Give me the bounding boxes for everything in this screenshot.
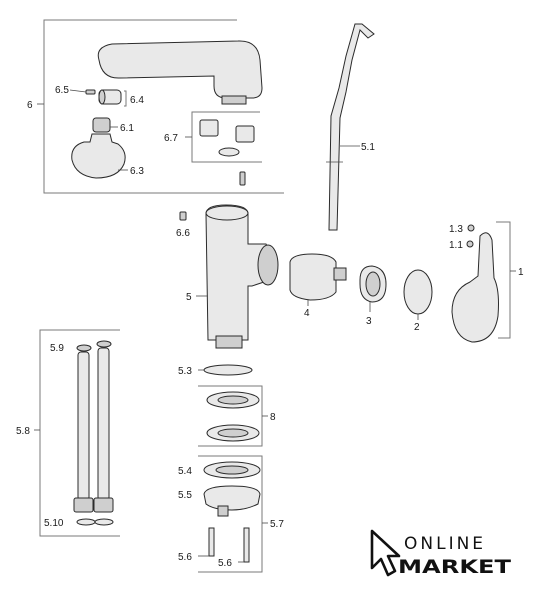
label-5-7: 5.7 — [270, 519, 284, 530]
spout-assembly-group — [37, 19, 284, 194]
label-6-4: 6.4 — [130, 95, 144, 106]
label-3: 3 — [366, 316, 372, 327]
brand-line-online: ONLINE — [404, 534, 486, 554]
hose-part-5-8-b — [97, 347, 110, 501]
mounting-group — [198, 364, 268, 573]
label-4: 4 — [304, 308, 310, 319]
seal-part-5-10 — [76, 518, 96, 526]
o-ring-part-5-3 — [203, 364, 253, 376]
label-8: 8 — [270, 412, 276, 423]
washer-part-6-5 — [85, 89, 96, 95]
spout-part — [97, 40, 263, 99]
label-5-8: 5.8 — [16, 426, 30, 437]
cartridge-part-4 — [289, 253, 337, 301]
small-pin — [239, 171, 246, 186]
label-5-6-a: 5.6 — [178, 552, 192, 563]
label-5-1: 5.1 — [361, 142, 375, 153]
hose-part-5-8-a — [77, 351, 90, 501]
aerator-insert-part-6-1 — [92, 117, 111, 133]
screw-part-5-6-b — [243, 527, 250, 563]
set-screw-part-6-6 — [179, 211, 187, 221]
cursor-arrow-icon — [370, 529, 401, 577]
seal-part-5-9 — [76, 344, 92, 352]
label-5-5: 5.5 — [178, 490, 192, 501]
label-2: 2 — [414, 322, 420, 333]
spout-base-part-6-3 — [71, 133, 126, 179]
part-labels: 6 6.5 6.4 6.1 6.3 6.7 5.1 6.6 5 4 3 2 1.… — [16, 85, 524, 569]
label-1-3: 1.3 — [449, 224, 463, 235]
screw-part-5-6-a — [208, 527, 215, 557]
brand-line-market: MARKET — [398, 556, 511, 578]
clip-part-a — [199, 119, 219, 137]
label-6-5: 6.5 — [55, 85, 69, 96]
label-1: 1 — [518, 267, 524, 278]
mixer-body-group — [179, 204, 516, 349]
mount-group-frame — [198, 455, 263, 573]
label-6-3: 6.3 — [130, 166, 144, 177]
lever-rod-part-5-1 — [328, 23, 375, 231]
mounting-plate-part-5-5 — [203, 485, 261, 511]
label-6-7: 6.7 — [164, 133, 178, 144]
label-5: 5 — [186, 292, 192, 303]
label-5-4: 5.4 — [178, 466, 192, 477]
hoses-group — [34, 329, 120, 537]
cover-part-2 — [403, 269, 433, 315]
label-1-1: 1.1 — [449, 240, 463, 251]
clip-part-b — [235, 125, 255, 143]
label-5-3: 5.3 — [178, 366, 192, 377]
label-5-9: 5.9 — [50, 343, 64, 354]
spout-group-frame — [43, 19, 284, 194]
online-market-logo: ONLINE MARKET — [370, 529, 511, 578]
label-5-10: 5.10 — [44, 518, 64, 529]
label-6: 6 — [27, 100, 33, 111]
label-6-1: 6.1 — [120, 123, 134, 134]
label-6-6: 6.6 — [176, 228, 190, 239]
clip-washer — [218, 147, 240, 157]
hoses-group-frame — [39, 329, 120, 537]
handle-lever-part-1 — [451, 232, 499, 343]
lever-rod-group — [326, 23, 375, 231]
label-5-6-b: 5.6 — [218, 558, 232, 569]
